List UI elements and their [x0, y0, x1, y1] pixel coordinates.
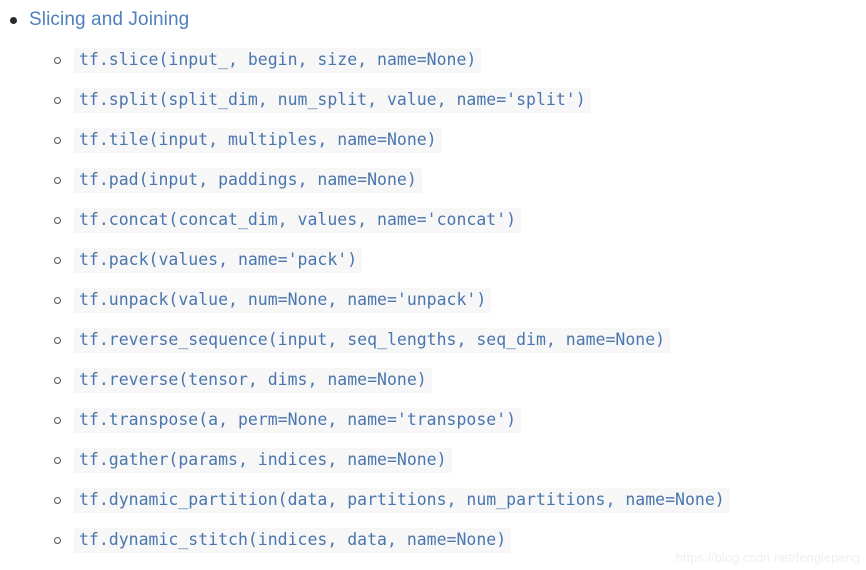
circle-bullet-icon	[54, 96, 61, 104]
circle-bullet-icon	[54, 416, 61, 424]
section-heading: Slicing and Joining	[0, 0, 866, 40]
circle-bullet-icon	[54, 296, 61, 304]
circle-bullet-icon	[54, 496, 61, 504]
api-signature: tf.split(split_dim, num_split, value, na…	[74, 87, 591, 113]
list-item[interactable]: tf.concat(concat_dim, values, name='conc…	[0, 200, 866, 240]
api-signature: tf.dynamic_stitch(indices, data, name=No…	[74, 527, 512, 553]
list-item[interactable]: tf.gather(params, indices, name=None)	[0, 440, 866, 480]
page-title: Slicing and Joining	[29, 9, 190, 30]
list-item[interactable]: tf.unpack(value, num=None, name='unpack'…	[0, 280, 866, 320]
api-function-list: tf.slice(input_, begin, size, name=None)…	[0, 40, 866, 560]
api-signature: tf.unpack(value, num=None, name='unpack'…	[74, 287, 492, 313]
api-signature: tf.transpose(a, perm=None, name='transpo…	[74, 407, 522, 433]
circle-bullet-icon	[54, 56, 61, 64]
list-item[interactable]: tf.pack(values, name='pack')	[0, 240, 866, 280]
list-item[interactable]: tf.slice(input_, begin, size, name=None)	[0, 40, 866, 80]
list-item[interactable]: tf.tile(input, multiples, name=None)	[0, 120, 866, 160]
list-item[interactable]: tf.dynamic_partition(data, partitions, n…	[0, 480, 866, 520]
circle-bullet-icon	[54, 176, 61, 184]
api-signature: tf.pad(input, paddings, name=None)	[74, 167, 422, 193]
api-signature: tf.concat(concat_dim, values, name='conc…	[74, 207, 522, 233]
api-signature: tf.tile(input, multiples, name=None)	[74, 127, 442, 153]
api-signature: tf.reverse(tensor, dims, name=None)	[74, 367, 432, 393]
circle-bullet-icon	[54, 136, 61, 144]
circle-bullet-icon	[54, 336, 61, 344]
api-signature: tf.pack(values, name='pack')	[74, 247, 363, 273]
api-signature: tf.gather(params, indices, name=None)	[74, 447, 452, 473]
circle-bullet-icon	[54, 376, 61, 384]
list-item[interactable]: tf.pad(input, paddings, name=None)	[0, 160, 866, 200]
api-signature: tf.slice(input_, begin, size, name=None)	[74, 47, 482, 73]
disc-bullet-icon	[10, 16, 17, 24]
api-signature: tf.dynamic_partition(data, partitions, n…	[74, 487, 730, 513]
circle-bullet-icon	[54, 216, 61, 224]
list-item[interactable]: tf.dynamic_stitch(indices, data, name=No…	[0, 520, 866, 560]
api-signature: tf.reverse_sequence(input, seq_lengths, …	[74, 327, 671, 353]
list-item[interactable]: tf.transpose(a, perm=None, name='transpo…	[0, 400, 866, 440]
circle-bullet-icon	[54, 256, 61, 264]
list-item[interactable]: tf.split(split_dim, num_split, value, na…	[0, 80, 866, 120]
circle-bullet-icon	[54, 536, 61, 544]
list-item[interactable]: tf.reverse_sequence(input, seq_lengths, …	[0, 320, 866, 360]
list-item[interactable]: tf.reverse(tensor, dims, name=None)	[0, 360, 866, 400]
circle-bullet-icon	[54, 456, 61, 464]
